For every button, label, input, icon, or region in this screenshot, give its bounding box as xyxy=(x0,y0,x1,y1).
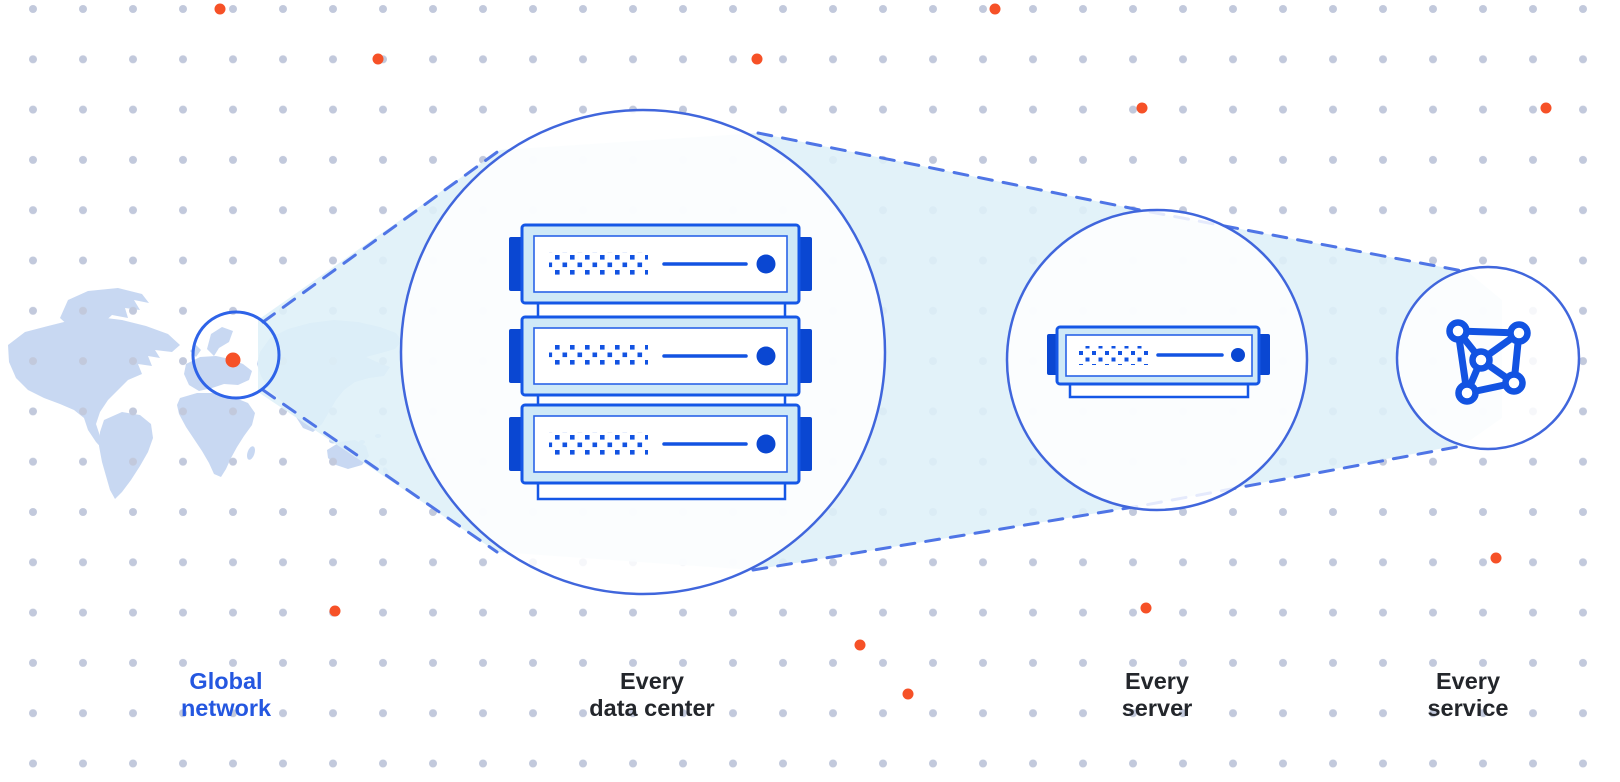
zoom-guide-dashed-line xyxy=(751,444,1464,572)
label-line: Every xyxy=(619,668,685,694)
orange-dot xyxy=(1136,102,1148,114)
orange-dot xyxy=(1490,552,1502,564)
mesh-node xyxy=(1507,321,1531,345)
zoom-guide-dashed-line xyxy=(261,148,502,324)
orange-dot xyxy=(751,53,763,65)
map-pin-dot xyxy=(225,352,241,368)
map-highlight-circle xyxy=(191,310,281,400)
server-unit xyxy=(509,223,812,321)
label-line: Every xyxy=(1124,668,1190,694)
orange-accent-dots xyxy=(214,3,1552,700)
server-unit xyxy=(509,403,812,501)
server-unit xyxy=(509,315,812,409)
server-rack-icon xyxy=(509,223,812,501)
server-led xyxy=(756,346,776,366)
orange-dot xyxy=(1540,102,1552,114)
mesh-node xyxy=(1502,371,1526,395)
label-every-server: Every server xyxy=(1122,668,1193,721)
label-every-data-center: Every data center xyxy=(589,668,714,721)
server-led xyxy=(756,434,776,454)
orange-dot xyxy=(854,639,866,651)
orange-dot xyxy=(1140,602,1152,614)
label-line: network xyxy=(180,694,272,721)
label-line: service xyxy=(1427,694,1509,721)
label-line: data center xyxy=(589,694,715,721)
label-line: Every xyxy=(1435,668,1501,694)
server-dot-matrix xyxy=(1078,346,1150,365)
map-marker-dot xyxy=(225,352,241,368)
mesh-node xyxy=(1446,319,1470,343)
orange-dot xyxy=(214,3,226,15)
orange-dot xyxy=(902,688,914,700)
server-dot-matrix xyxy=(549,344,648,367)
orange-dot xyxy=(372,53,384,65)
server-led xyxy=(1231,348,1245,362)
server-dot-matrix xyxy=(549,252,648,275)
label-every-service: Every service xyxy=(1427,668,1508,721)
label-line: Global xyxy=(189,668,263,694)
network-mesh-icon xyxy=(1446,319,1531,405)
zoom-guide-dashed-line xyxy=(261,388,499,554)
orange-dot xyxy=(989,3,1001,15)
mesh-node xyxy=(1455,381,1479,405)
server-dot-matrix xyxy=(549,432,648,455)
server-led xyxy=(756,254,776,274)
server-icon xyxy=(1047,325,1270,399)
label-line: server xyxy=(1121,694,1193,721)
label-global-network: Global network xyxy=(181,668,271,721)
mesh-node xyxy=(1469,348,1493,372)
orange-dot xyxy=(329,605,341,617)
